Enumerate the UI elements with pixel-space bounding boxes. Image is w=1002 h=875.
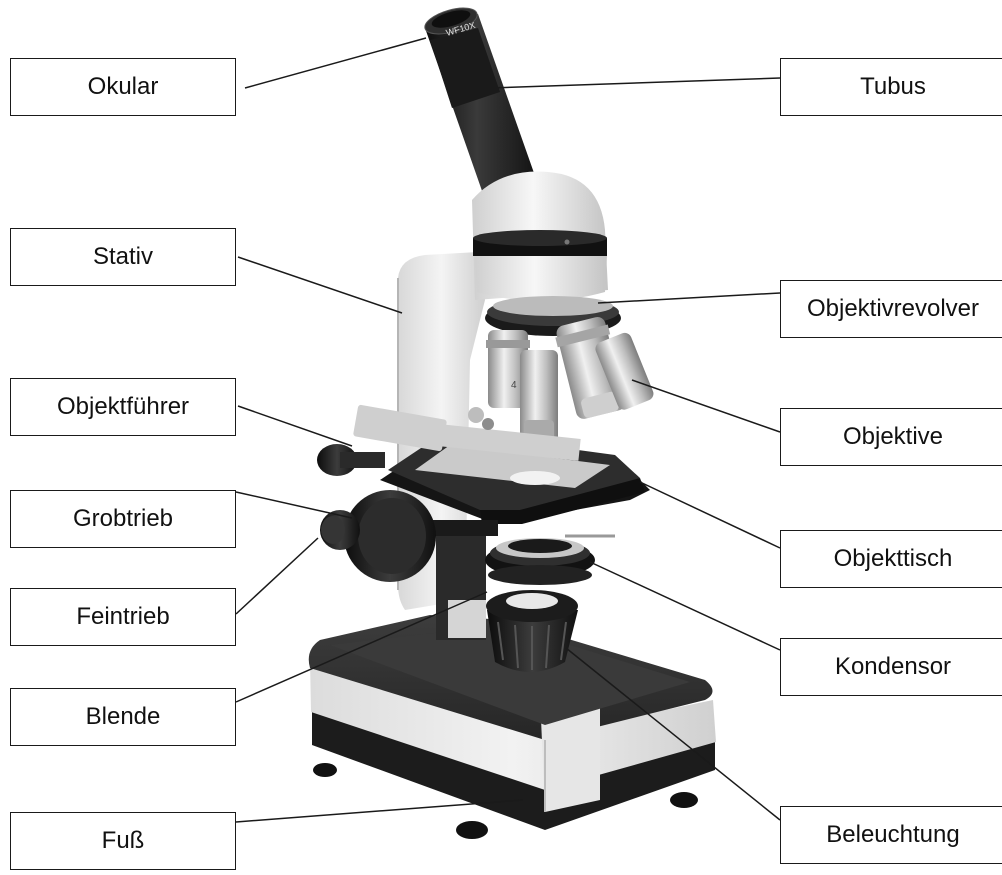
label-objektivrevolver: Objektivrevolver: [780, 280, 1002, 338]
leader-objekttisch: [640, 482, 780, 548]
label-beleuchtung: Beleuchtung: [780, 806, 1002, 864]
label-objektfuehrer: Objektführer: [10, 378, 236, 436]
objective-marking: 4: [511, 380, 517, 391]
label-objekttisch: Objekttisch: [780, 530, 1002, 588]
leader-grobtrieb: [236, 492, 352, 518]
leader-feintrieb: [236, 538, 318, 614]
leader-objektive: [632, 380, 780, 432]
label-tubus: Tubus: [780, 58, 1002, 116]
leader-stativ: [238, 257, 402, 313]
illumination-unit: [486, 590, 578, 672]
label-grobtrieb: Grobtrieb: [10, 490, 236, 548]
focus-knobs: [320, 490, 436, 582]
leader-objektfuehrer: [238, 406, 352, 446]
leader-tubus: [490, 78, 780, 88]
leader-kondensor: [590, 562, 780, 650]
condenser: [485, 538, 595, 585]
leader-objektivrevolver: [598, 293, 780, 303]
objectives: 4: [486, 315, 656, 446]
microscope-head: [472, 172, 608, 301]
label-okular: Okular: [10, 58, 236, 116]
label-blende: Blende: [10, 688, 236, 746]
label-stativ: Stativ: [10, 228, 236, 286]
label-objektive: Objektive: [780, 408, 1002, 466]
label-kondensor: Kondensor: [780, 638, 1002, 696]
label-fuss: Fuß: [10, 812, 236, 870]
leader-okular: [245, 38, 426, 88]
leader-fuss: [236, 800, 523, 822]
label-feintrieb: Feintrieb: [10, 588, 236, 646]
